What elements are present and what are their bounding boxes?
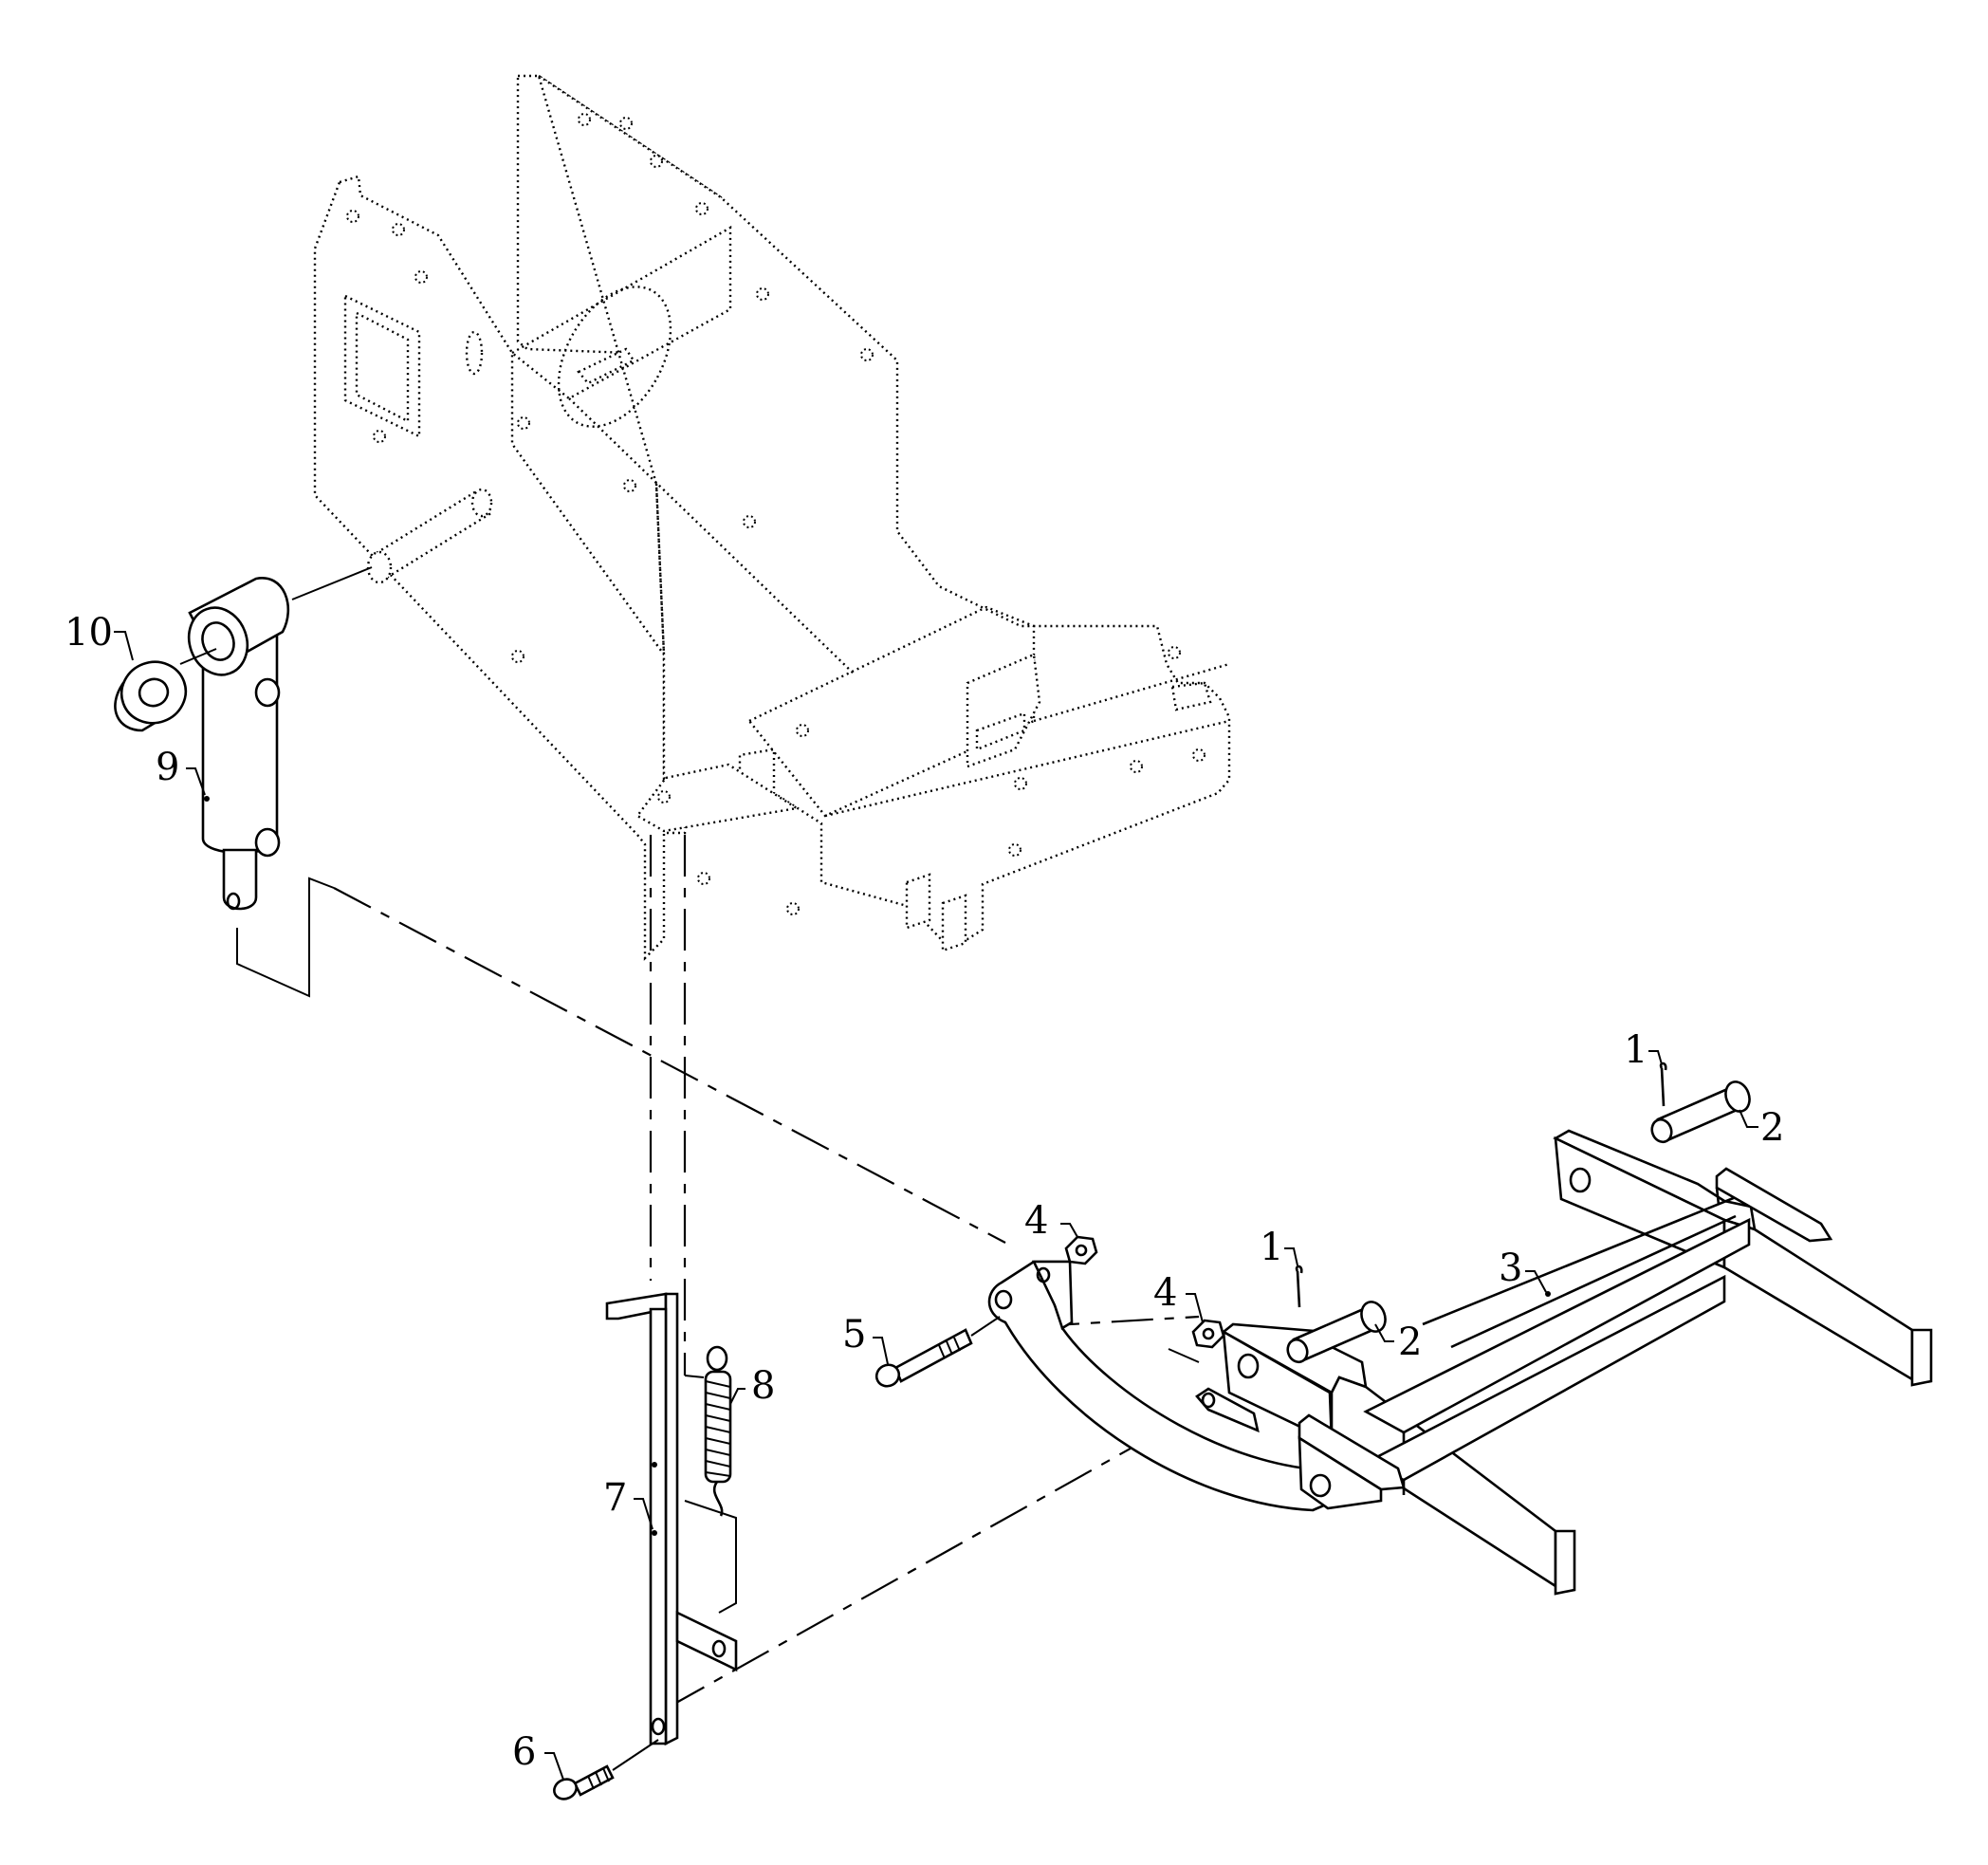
leader-3: [1525, 1270, 1547, 1293]
leader-4b: [1186, 1293, 1204, 1323]
part-2-pin-left: [1286, 1301, 1387, 1364]
frame-front-lip: [635, 763, 801, 833]
part-2-pin-right: [1650, 1080, 1751, 1144]
callout-7: 7: [603, 1476, 627, 1520]
leader-5: [873, 1337, 889, 1365]
leader-2: [1739, 1109, 1758, 1128]
leader-bolt-5-to-link: [970, 1316, 1001, 1337]
callout-10: 10: [64, 611, 113, 655]
frame-right-side-plate: [536, 73, 1231, 941]
leader-7: [634, 1498, 653, 1530]
frame-left-side-plate: [313, 175, 687, 961]
frame-cross-brace: [509, 225, 732, 400]
frame-lower-tab-1: [905, 873, 931, 930]
frame-opening-bar: [577, 347, 635, 385]
frame-lower-tab-2: [941, 894, 967, 952]
frame-pivot-shaft: [366, 488, 493, 584]
frame-tunnel-right: [654, 483, 666, 656]
callout-leaders: [114, 631, 1758, 1781]
leader-bolt-6-to-bar: [612, 1739, 659, 1771]
leader-10: [114, 631, 134, 661]
frame-deck-bracket: [966, 653, 1041, 768]
leader-9: [186, 767, 206, 796]
callout-1: 1: [1624, 1028, 1647, 1072]
part-8-spring: [704, 1345, 732, 1517]
leader-6: [544, 1752, 564, 1781]
leader-8: [729, 1388, 746, 1405]
part-4-nut-upper: [1064, 1235, 1098, 1265]
part-5-bolt: [874, 1328, 973, 1388]
part-3-hitch-frame: [1195, 1129, 1933, 1596]
leader-1b: [1284, 1247, 1298, 1266]
part-6-bolt: [553, 1764, 615, 1800]
callout-2: 2: [1760, 1106, 1784, 1150]
callout-9: 9: [156, 746, 179, 789]
callout-6: 6: [512, 1730, 536, 1774]
part-10-bushing: [114, 660, 188, 732]
callout-2b: 2: [1398, 1320, 1422, 1364]
frame-right-tab: [1170, 681, 1212, 711]
main-frame-assembly: [313, 73, 1231, 961]
part-1-cotter-pin-left: [1295, 1265, 1303, 1308]
callout-8: 8: [751, 1364, 775, 1408]
callout-4b: 4: [1153, 1271, 1177, 1315]
callout-5: 5: [842, 1313, 866, 1357]
leader-1: [1648, 1050, 1663, 1065]
callout-3: 3: [1499, 1246, 1522, 1290]
frame-side-slot: [465, 330, 484, 376]
frame-round-opening: [557, 286, 672, 428]
callout-1b: 1: [1260, 1226, 1283, 1269]
frame-deck-front: [824, 719, 1230, 818]
part-4-nut-lower: [1191, 1319, 1225, 1349]
leader-4: [1060, 1223, 1078, 1238]
part-9-pivot-arm: [187, 577, 290, 911]
leader-2b: [1374, 1323, 1394, 1342]
leader-arm-to-bushing: [179, 648, 217, 665]
leader-shaft-to-arm: [291, 566, 373, 600]
frame-bolt-holes: [346, 113, 1206, 915]
part-1-cotter-pin-right: [1659, 1062, 1667, 1107]
part-7-latch-bar: [605, 1292, 738, 1746]
callout-labels: 1 2 1 2 3 4 4 5 6 7 8 9 10: [64, 611, 1784, 1774]
callout-4: 4: [1024, 1199, 1048, 1243]
